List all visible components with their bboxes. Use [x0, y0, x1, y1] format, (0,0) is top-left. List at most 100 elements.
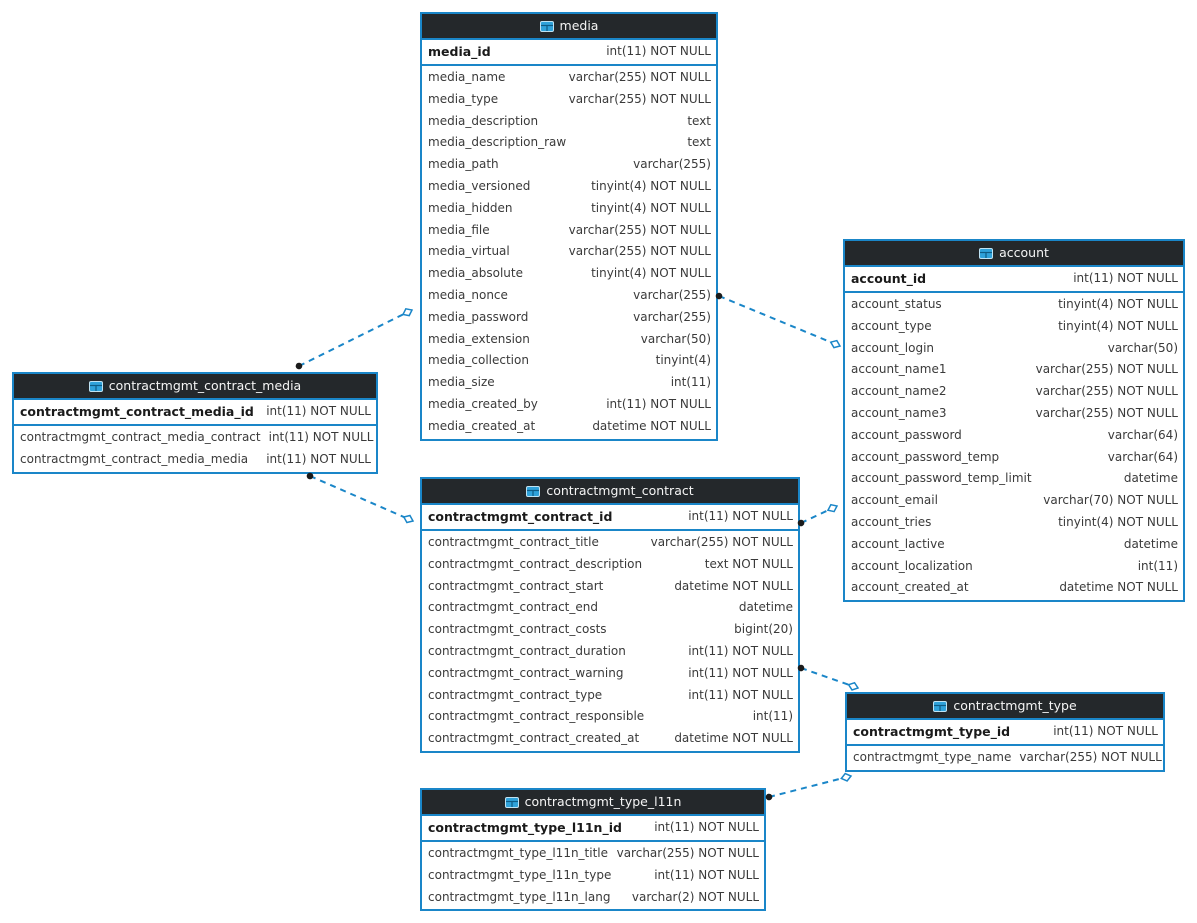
table-icon: [504, 796, 519, 808]
column-type: int(11): [752, 709, 793, 724]
relationship-contractmgmt_contract_media-to-media: [295, 307, 414, 370]
column-row: account_type tinyint(4) NOT NULL: [845, 316, 1183, 338]
column-name: contractmgmt_contract_description: [428, 556, 643, 571]
column-row: media_name varchar(255) NOT NULL: [422, 67, 716, 89]
column-name: media_name: [428, 70, 506, 84]
column-name: account_password_temp_limit: [851, 471, 1032, 486]
column-row: media_nonce varchar(255): [422, 285, 716, 307]
column-name: contractmgmt_contract_start: [428, 578, 604, 593]
pk-column-name: contractmgmt_contract_media_id: [20, 404, 254, 420]
table-contractmgmt-type-header[interactable]: contractmgmt_type: [847, 694, 1163, 720]
column-name: account_email: [851, 493, 938, 508]
table-icon: [979, 247, 994, 259]
pk-column-name: media_id: [428, 44, 491, 60]
column-name: media_file: [428, 222, 490, 237]
table-contractmgmt-contract[interactable]: contractmgmt_contract contractmgmt_contr…: [420, 477, 800, 753]
column-type: int(11) NOT NULL: [688, 643, 793, 658]
column-name: media_password: [428, 309, 529, 324]
column-type: varchar(50): [1107, 340, 1178, 355]
column-type: int(11): [670, 375, 711, 390]
column-name: contractmgmt_contract_costs: [428, 622, 607, 637]
column-type: varchar(255) NOT NULL: [616, 846, 759, 860]
column-type: tinyint(4) NOT NULL: [1058, 297, 1178, 311]
table-icon: [933, 700, 948, 712]
primary-key-row: account_id int(11) NOT NULL: [845, 267, 1183, 293]
column-type: varchar(255): [633, 287, 711, 302]
column-name: account_name1: [851, 362, 947, 377]
column-type: tinyint(4) NOT NULL: [591, 200, 711, 215]
column-name: media_path: [428, 157, 499, 172]
column-type: int(11): [1137, 558, 1178, 573]
table-contractmgmt-contract-media[interactable]: contractmgmt_contract_media contractmgmt…: [12, 372, 378, 474]
table-account-header[interactable]: account: [845, 241, 1183, 267]
table-contractmgmt-contract-header[interactable]: contractmgmt_contract: [422, 479, 798, 505]
column-row: account_login varchar(50): [845, 338, 1183, 360]
column-type: varchar(70) NOT NULL: [1043, 493, 1178, 508]
column-name: account_tries: [851, 514, 932, 529]
column-name: account_name3: [851, 405, 947, 420]
column-type: int(11) NOT NULL: [266, 451, 371, 466]
table-media[interactable]: media media_id int(11) NOT NULL media_na…: [420, 12, 718, 441]
column-type: varchar(255) NOT NULL: [568, 244, 711, 259]
table-title: media: [559, 18, 599, 33]
column-type: bigint(20): [734, 622, 793, 637]
column-type: varchar(255) NOT NULL: [568, 70, 711, 84]
table-title: contractmgmt_type: [953, 698, 1077, 713]
column-row: contractmgmt_contract_start datetime NOT …: [422, 576, 798, 598]
relationship-contractmgmt_contract-to-account: [797, 503, 839, 527]
table-contractmgmt-type-l11n-header[interactable]: contractmgmt_type_l11n: [422, 790, 764, 816]
primary-key-row: contractmgmt_type_id int(11) NOT NULL: [847, 720, 1163, 746]
table-contractmgmt-type[interactable]: contractmgmt_type contractmgmt_type_id i…: [845, 692, 1165, 772]
pk-column-type: int(11) NOT NULL: [266, 404, 371, 419]
column-name: account_login: [851, 340, 935, 355]
column-name: media_nonce: [428, 287, 508, 302]
column-row: account_name1 varchar(255) NOT NULL: [845, 359, 1183, 381]
primary-key-row: contractmgmt_type_l11n_id int(11) NOT NU…: [422, 816, 764, 842]
column-type: varchar(255) NOT NULL: [568, 91, 711, 106]
column-type: varchar(255) NOT NULL: [1035, 362, 1178, 377]
column-type: datetime NOT NULL: [674, 731, 793, 746]
column-name: account_type: [851, 318, 932, 333]
column-name: media_description_raw: [428, 135, 567, 150]
column-type: datetime NOT NULL: [674, 578, 793, 593]
column-type: tinyint(4) NOT NULL: [591, 266, 711, 281]
table-contractmgmt-contract-media-header[interactable]: contractmgmt_contract_media: [14, 374, 376, 400]
column-name: media_absolute: [428, 266, 523, 281]
column-name: contractmgmt_contract_title: [428, 535, 599, 549]
column-type: tinyint(4) NOT NULL: [1058, 318, 1178, 333]
column-row: contractmgmt_contract_media_media int(11)…: [14, 449, 376, 471]
column-name: media_size: [428, 375, 495, 390]
column-type: varchar(2) NOT NULL: [631, 889, 759, 904]
column-type: varchar(64): [1107, 449, 1178, 464]
table-title: contractmgmt_contract: [546, 483, 694, 498]
pk-column-type: int(11) NOT NULL: [688, 509, 793, 524]
table-contractmgmt-type-l11n[interactable]: contractmgmt_type_l11n contractmgmt_type…: [420, 788, 766, 912]
column-name: contractmgmt_contract_media_media: [20, 451, 249, 466]
table-title: account: [999, 245, 1049, 260]
table-media-header[interactable]: media: [422, 14, 716, 40]
column-type: varchar(50): [640, 331, 711, 346]
table-account[interactable]: account account_id int(11) NOT NULL acco…: [843, 239, 1185, 603]
relationship-media-to-account: [715, 292, 842, 349]
column-type: int(11) NOT NULL: [606, 396, 711, 411]
table-icon: [88, 380, 103, 392]
